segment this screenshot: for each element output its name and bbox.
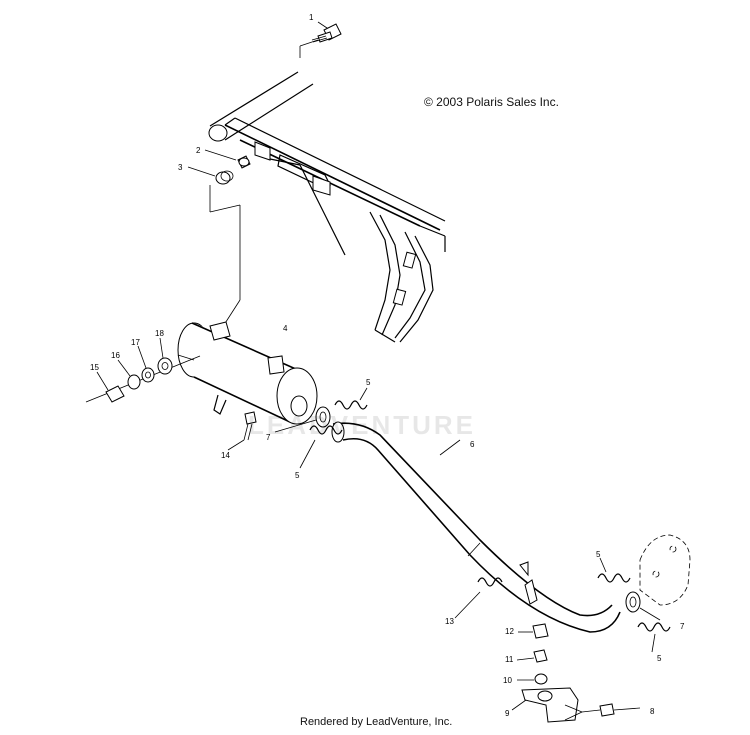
callout-5b: 5	[295, 471, 300, 480]
callout-5c: 5	[596, 550, 601, 559]
part-7-gaskets	[274, 406, 661, 621]
watermark: LEADVENTURE	[248, 410, 477, 440]
part-1-bolt	[299, 21, 342, 58]
callout-17: 17	[131, 338, 140, 347]
part-14-stud	[227, 411, 257, 451]
callout-9: 9	[505, 709, 510, 718]
part-3-grommet	[187, 166, 241, 329]
callout-12: 12	[505, 627, 514, 636]
callout-6: 6	[470, 440, 475, 449]
callout-5a: 5	[366, 378, 371, 387]
frame-member	[208, 71, 446, 343]
exhaust-port-outline	[639, 534, 691, 606]
part-6-exhaust-pipe	[331, 421, 621, 633]
part-4-muffler	[177, 321, 318, 425]
callout-13: 13	[445, 617, 454, 626]
callout-7a: 7	[266, 433, 271, 442]
callout-1: 1	[309, 13, 314, 22]
callout-15: 15	[90, 363, 99, 372]
callout-4: 4	[283, 324, 288, 333]
callout-11: 11	[505, 655, 514, 664]
part-2-rubber-mount	[204, 149, 251, 169]
callout-7b: 7	[680, 622, 685, 631]
callout-5d: 5	[657, 654, 662, 663]
part-8-12-bracket-hardware	[511, 623, 641, 723]
callout-2: 2	[196, 146, 201, 155]
callout-8: 8	[650, 707, 655, 716]
callout-16: 16	[111, 351, 120, 360]
copyright-text: © 2003 Polaris Sales Inc.	[424, 95, 559, 109]
springs-part-5	[299, 387, 671, 653]
callout-10: 10	[503, 676, 512, 685]
footer-credit: Rendered by LeadVenture, Inc.	[300, 716, 453, 728]
part-15-18-hardware	[85, 337, 201, 403]
callout-18: 18	[155, 329, 164, 338]
callout-3: 3	[178, 163, 183, 172]
callout-14: 14	[221, 451, 230, 460]
